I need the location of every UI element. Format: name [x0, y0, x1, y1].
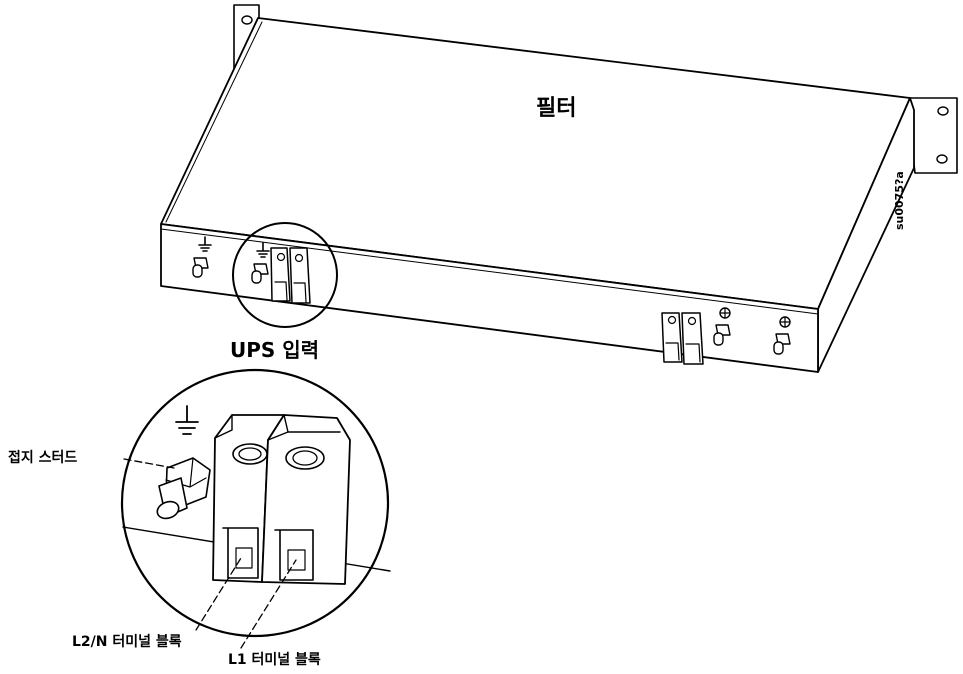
- callout-label: UPS 입력: [230, 338, 319, 362]
- l1-terminal-leader: [240, 559, 297, 649]
- terminal-block-l1: [261, 414, 351, 585]
- l2n-terminal-label: L2/N 터미널 블록: [72, 634, 182, 650]
- figure-id: su0075?a: [893, 171, 906, 230]
- ground-stud-leader: [123, 458, 175, 469]
- filter-unit: [160, 4, 958, 373]
- ground-stud-large: [156, 457, 211, 520]
- magnified-view: [120, 368, 391, 638]
- filter-front-face: [160, 223, 819, 373]
- ground-stud-right-2: [773, 316, 791, 355]
- input-callout-circle: [232, 222, 338, 328]
- ground-stud-label: 접지 스터드: [8, 450, 77, 466]
- l1-terminal-label: L1 터미널 블록: [228, 652, 321, 668]
- unit-label: 필터: [536, 96, 576, 121]
- ground-stud-input: [251, 242, 270, 284]
- ground-stud-left: [192, 236, 212, 278]
- ground-stud-right-1: [713, 307, 731, 346]
- input-terminal-blocks: [270, 247, 311, 304]
- output-terminal-blocks: [661, 312, 704, 365]
- l2n-terminal-leader: [195, 557, 242, 631]
